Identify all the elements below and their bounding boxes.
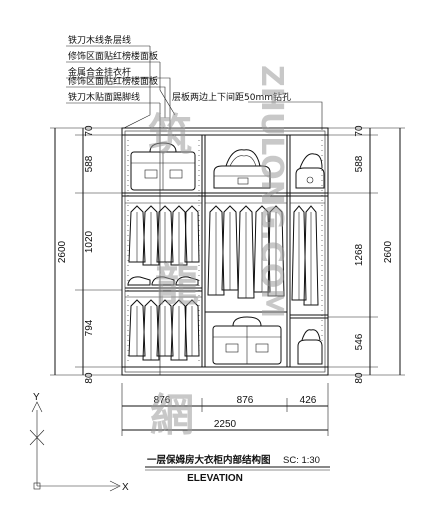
handbag-top-middle [213, 149, 271, 189]
annotation-3: 金属合金挂衣杆 [68, 66, 131, 78]
left-total: 2600 [57, 240, 68, 263]
hanging-clothes-middle [207, 205, 285, 299]
left-dim-3: 1020 [84, 230, 95, 253]
handbag-bottom-right [297, 329, 323, 365]
right-dim-4: 546 [354, 333, 365, 350]
bottom-dimension-chain: 876 876 426 2250 [121, 383, 329, 436]
shoes-left [127, 276, 199, 286]
right-dim-5: 80 [354, 372, 365, 384]
hanging-clothes-left-upper [128, 205, 200, 266]
watermark-latin: ZHULONG.COM [254, 65, 289, 318]
right-dim-2: 588 [354, 155, 365, 172]
drawing-subtitle: ELEVATION [187, 473, 243, 484]
bottom-total: 2250 [214, 419, 237, 430]
hanging-clothes-left-lower [128, 299, 200, 361]
annotation-5: 铁刀木贴面踢脚线 [68, 91, 140, 103]
left-dim-1: 70 [84, 125, 95, 137]
left-dim-4: 794 [84, 319, 95, 336]
right-dim-3: 1268 [354, 243, 365, 266]
handbag-top-right [295, 153, 325, 189]
axis-indicator: Y X [29, 392, 129, 493]
watermark: 筑 龍 網 ZHULONG.COM [148, 65, 289, 441]
right-total: 2600 [383, 240, 394, 263]
suitcase-top-left [130, 142, 196, 191]
hole-note: 层板两边上下间距50mm钻孔 [172, 91, 291, 103]
watermark-char-1: 筑 [148, 110, 192, 161]
left-dimension-chain: 70 588 1020 794 80 2600 [50, 125, 122, 384]
annotation-4: 修饰区面贴红榜楼面板 [68, 75, 158, 87]
annotation-2: 修饰区面贴红榜楼面板 [68, 50, 158, 62]
bottom-dim-3: 426 [300, 395, 317, 406]
drawing-title: 一层保姆房大衣柜内部结构图 [147, 454, 271, 466]
right-dim-1: 70 [354, 125, 365, 137]
axis-x-label: X [122, 482, 129, 493]
right-dimension-chain: 70 588 1268 546 80 2600 [328, 125, 405, 384]
left-dim-5: 80 [84, 372, 95, 384]
watermark-char-2: 龍 [155, 260, 199, 311]
suitcase-bottom-middle [212, 316, 282, 365]
watermark-char-3: 網 [150, 390, 194, 441]
wardrobe-body [121, 127, 329, 376]
bottom-dim-1: 876 [154, 395, 171, 406]
annotation-callouts: 铁刀木线条层线 修饰区面贴红榜楼面板 金属合金挂衣杆 修饰区面贴红榜楼面板 铁刀… [66, 34, 323, 376]
drawing-scale: SC: 1:30 [283, 455, 320, 466]
bottom-dim-2: 876 [237, 395, 254, 406]
title-block: 一层保姆房大衣柜内部结构图 SC: 1:30 ELEVATION [145, 454, 330, 484]
hanging-clothes-right [291, 205, 319, 306]
axis-y-label: Y [33, 392, 40, 403]
left-dim-2: 588 [84, 155, 95, 172]
annotation-1: 铁刀木线条层线 [68, 34, 131, 46]
